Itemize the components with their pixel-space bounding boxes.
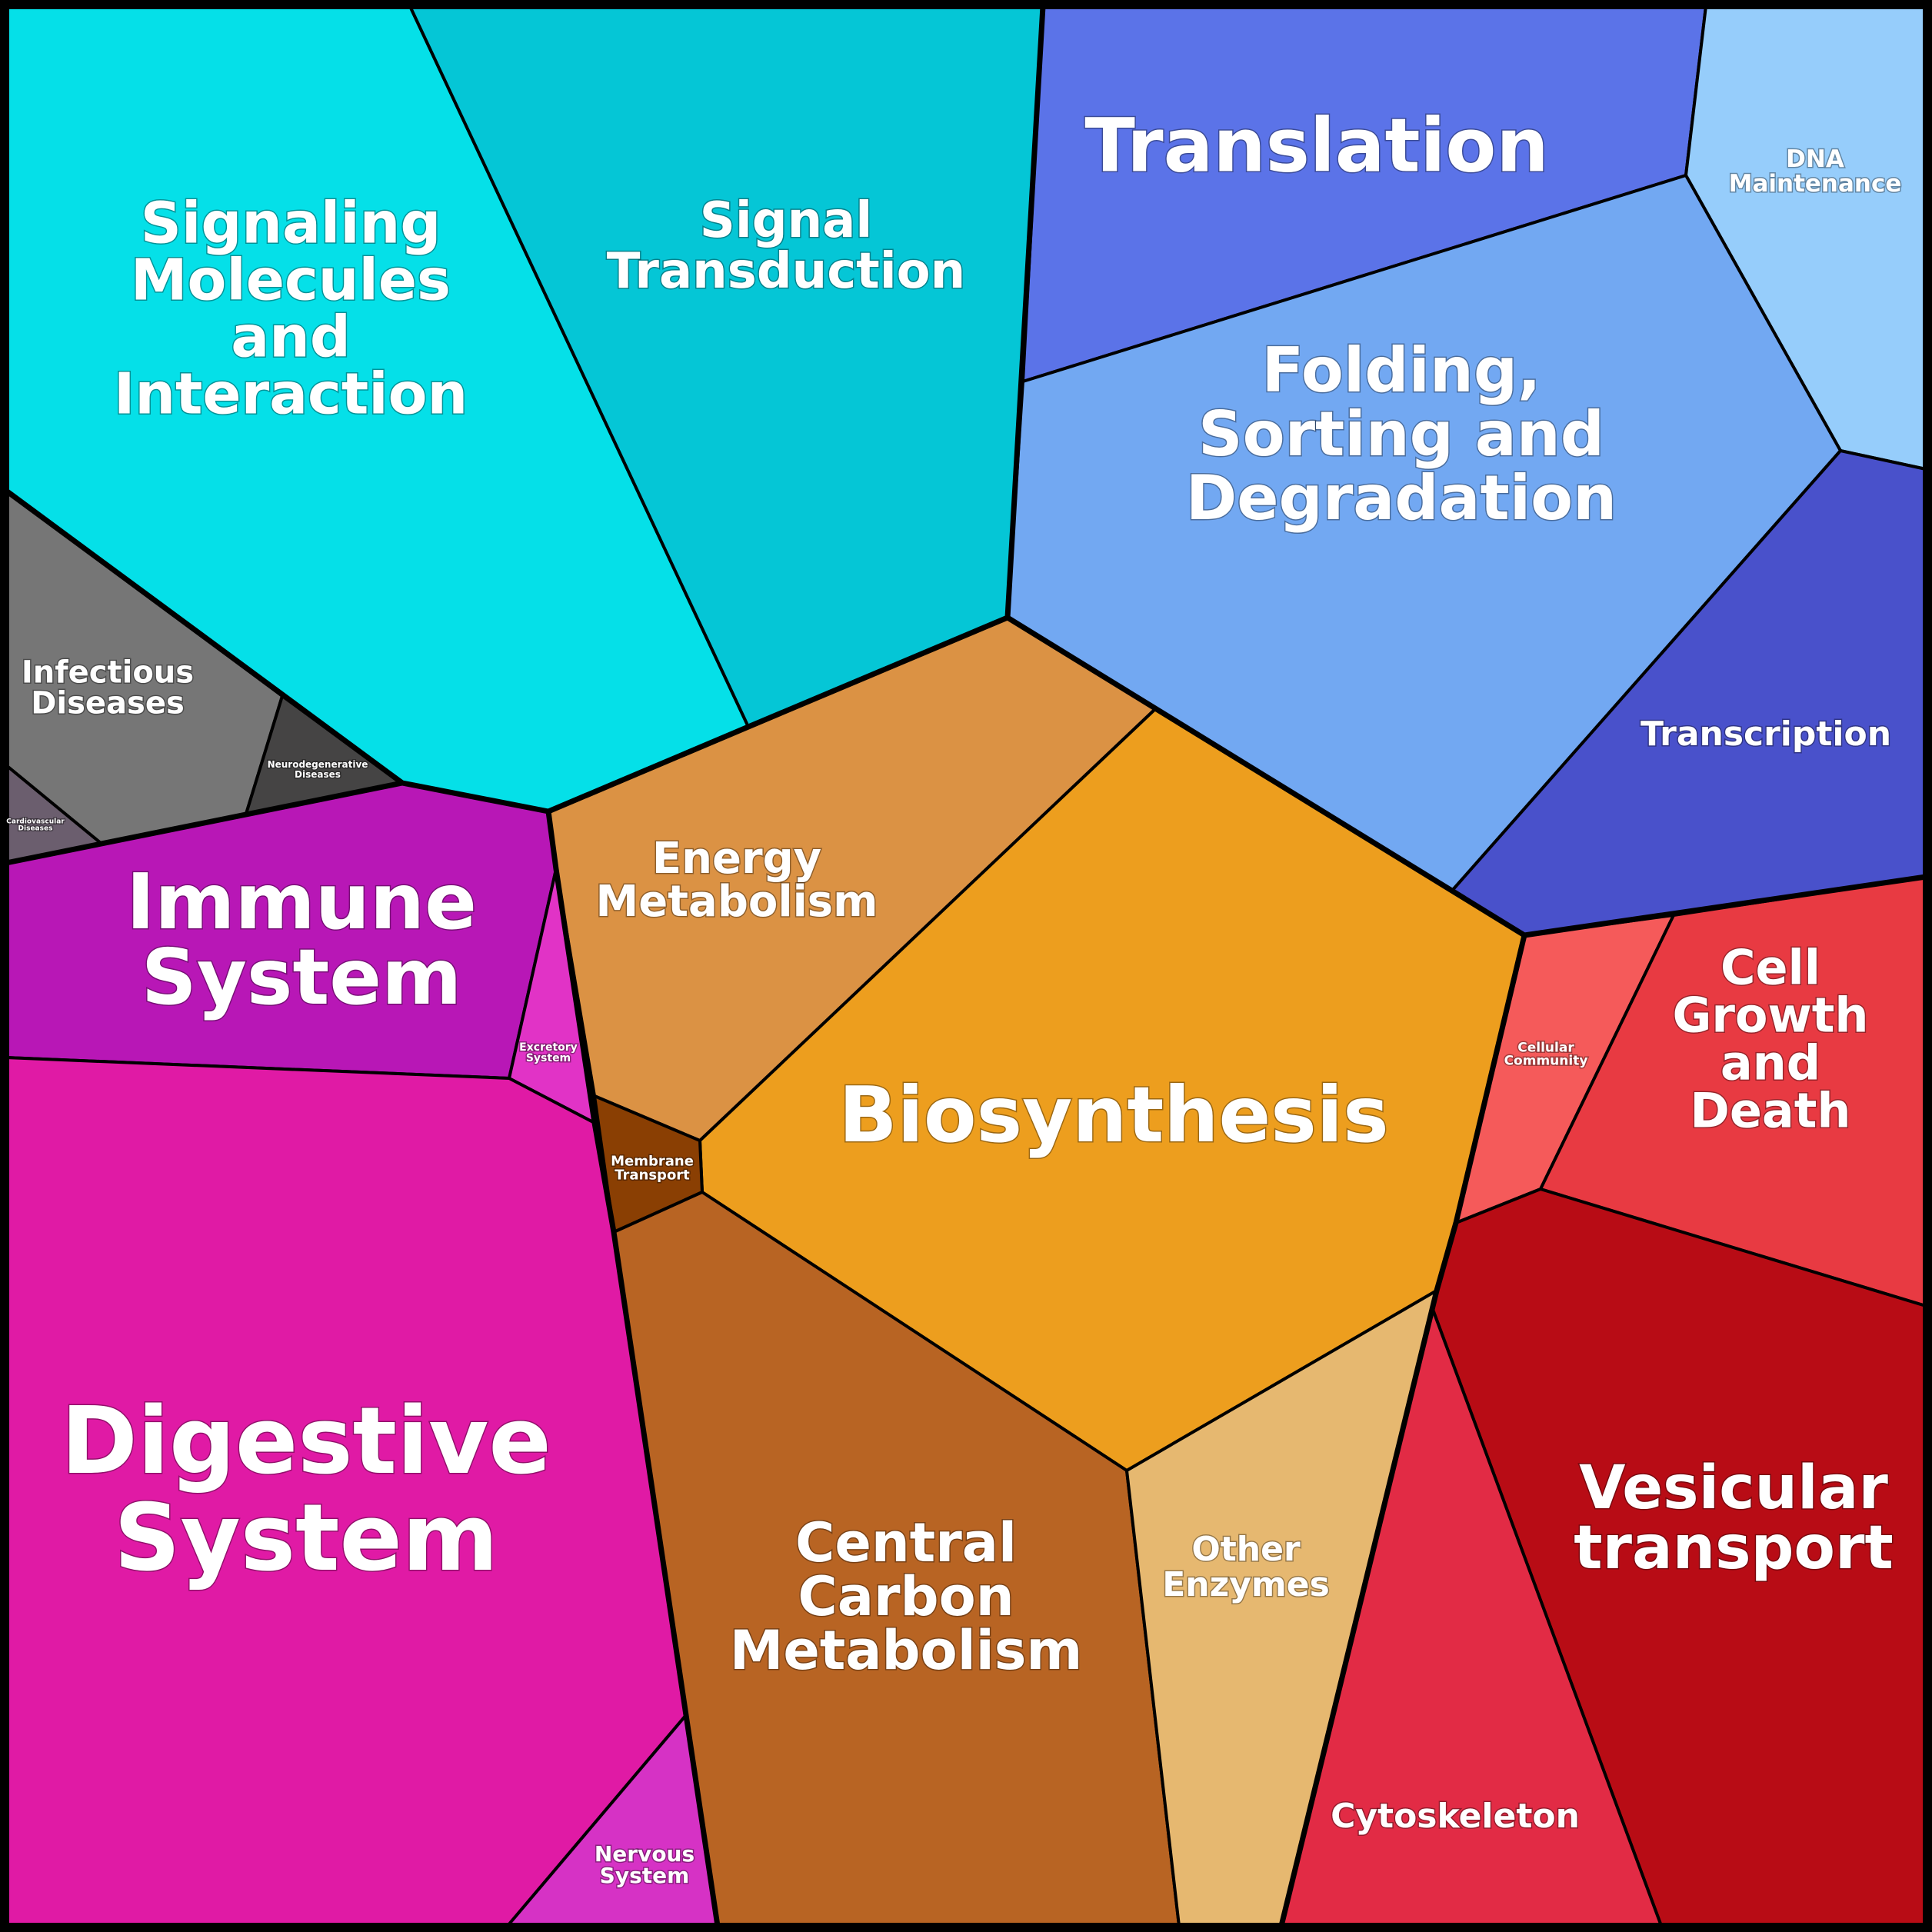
group-border	[4, 5, 1046, 814]
group-border	[5, 780, 403, 866]
cytoskeleton-label: Cytoskeleton	[1331, 1797, 1580, 1836]
group-border	[545, 811, 721, 1927]
translation-label: Translation	[1084, 103, 1548, 189]
transcription-label: Transcription	[1641, 715, 1891, 754]
biosynthesis-label: Biosynthesis	[838, 1070, 1388, 1160]
group-border	[1278, 934, 1527, 1927]
